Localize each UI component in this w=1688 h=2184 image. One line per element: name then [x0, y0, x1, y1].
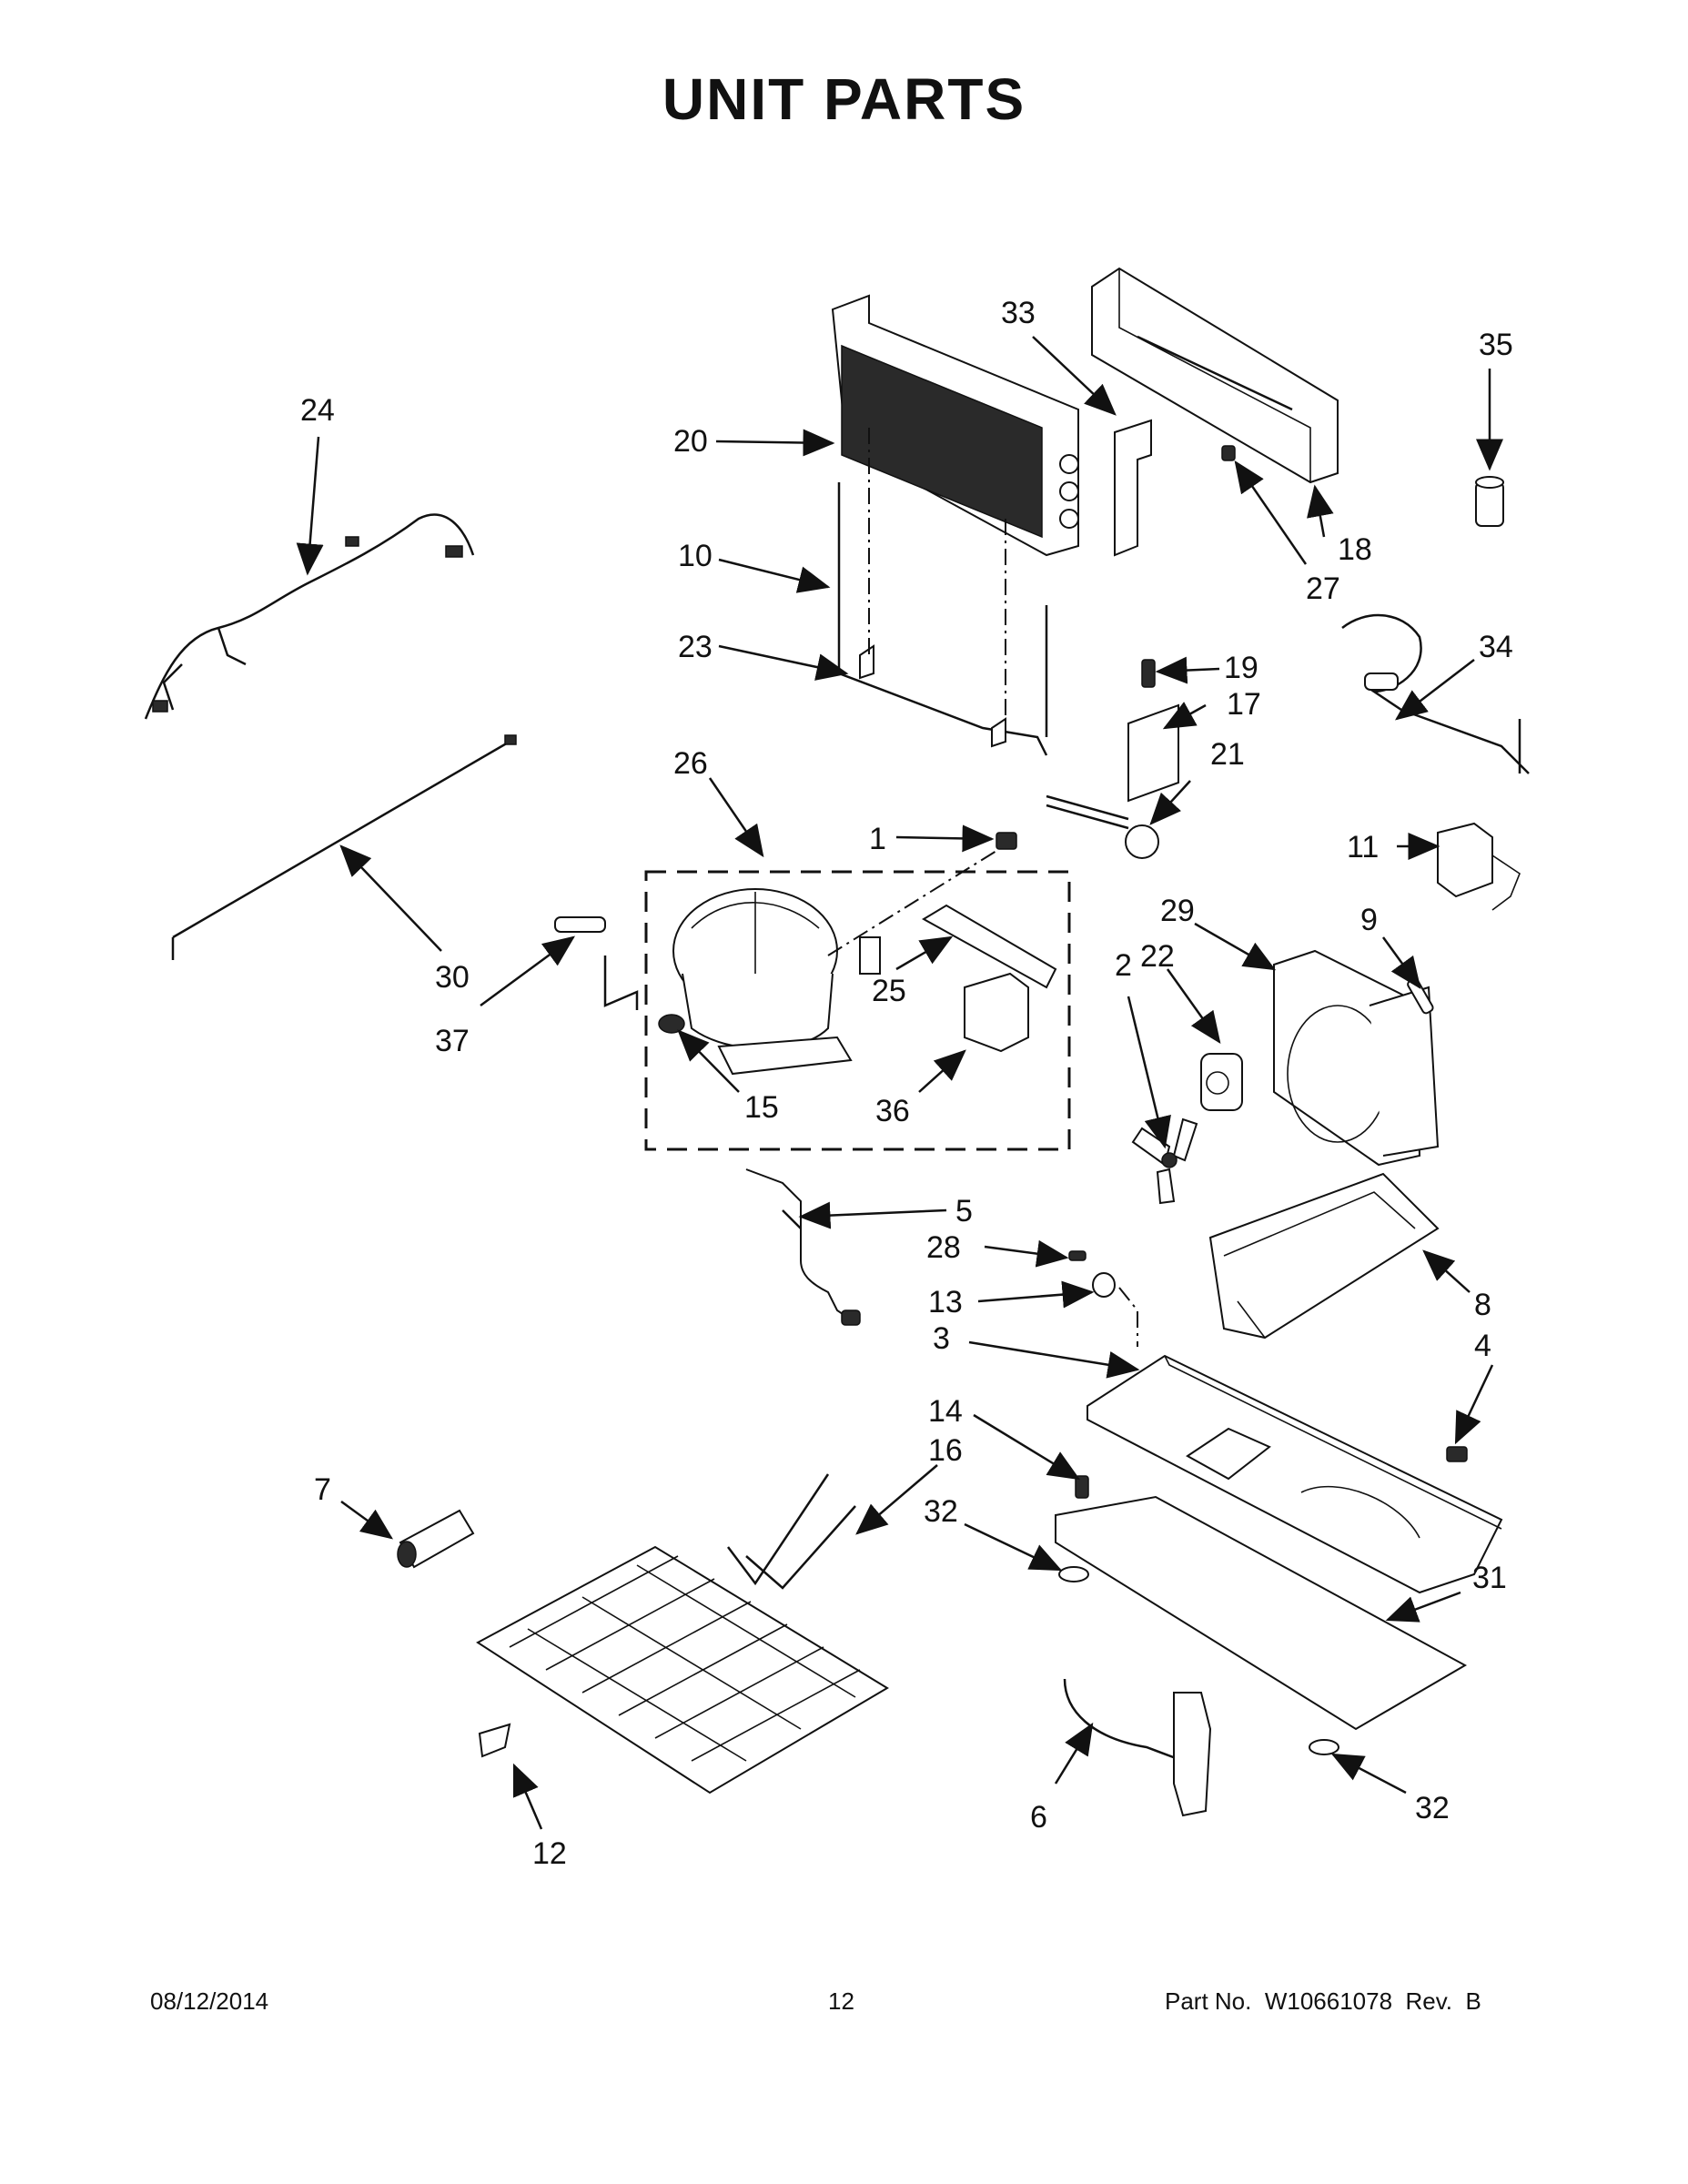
callout-11: 11: [1347, 830, 1379, 864]
condenser-bracket-part: [1114, 419, 1152, 557]
relay-part: [1437, 822, 1521, 911]
callout-3: 3: [933, 1321, 950, 1356]
wire-part: [171, 734, 517, 960]
callout-35: 35: [1479, 328, 1513, 362]
callout-14: 14: [928, 1394, 963, 1429]
tube-plug-part: [1068, 1250, 1087, 1261]
grommet-part: [658, 1014, 685, 1034]
callout-7: 7: [314, 1472, 331, 1507]
screw-14-part: [1075, 1475, 1089, 1499]
defrost-heater-part: [1046, 794, 1159, 859]
leader-lines: [296, 336, 1503, 1830]
insulation-pad-part: [1055, 1495, 1468, 1731]
callout-18: 18: [1338, 532, 1372, 567]
tubing-part: [1341, 613, 1530, 774]
fan-motor-part: [1200, 1053, 1243, 1111]
callout-30: 30: [435, 960, 470, 995]
sleeve-part: [397, 1509, 475, 1569]
callout-15: 15: [744, 1090, 779, 1125]
callout-27: 27: [1306, 571, 1340, 606]
drain-pan-part: [1208, 1172, 1440, 1340]
clip-part: [1221, 445, 1236, 461]
callout-37: 37: [435, 1024, 470, 1058]
overload-part: [964, 972, 1029, 1053]
fan-shroud-part: [1273, 949, 1440, 1167]
compressor-assembly-part: [644, 850, 1071, 1151]
callout-32-lower: 32: [1415, 1791, 1450, 1825]
callout-2: 2: [1115, 948, 1132, 983]
callout-19: 19: [1224, 651, 1258, 685]
screw-4-part: [1446, 1446, 1468, 1462]
callout-22: 22: [1140, 939, 1175, 974]
condenser-part: [831, 294, 1079, 557]
evaporator-part: [476, 1473, 889, 1795]
base-plate-part: [1087, 1354, 1503, 1594]
callout-6: 6: [1030, 1800, 1047, 1835]
callout-1: 1: [869, 822, 886, 856]
callout-29: 29: [1160, 894, 1195, 928]
callout-5: 5: [955, 1194, 973, 1228]
bolt-part: [996, 832, 1017, 850]
thermostat-bracket-part: [1127, 703, 1179, 803]
footer-part-number: Part No. W10661078 Rev. B: [1165, 1987, 1481, 2015]
capacitor-part: [1475, 476, 1504, 527]
evaporator-clip-part: [478, 1723, 511, 1758]
footer-date: 08/12/2014: [150, 1987, 269, 2015]
callout-17: 17: [1227, 687, 1261, 722]
callout-labels: 1 2 3 4 5 6 7 8 9 10 11 12 13 14 15 16 1…: [300, 296, 1513, 1871]
page-title: UNIT PARTS: [662, 66, 1026, 132]
screw-part: [1141, 659, 1156, 688]
callout-34: 34: [1479, 630, 1513, 664]
callout-28: 28: [926, 1230, 961, 1265]
condenser-frame-part: [837, 428, 1048, 756]
callout-4: 4: [1474, 1329, 1491, 1363]
callout-8: 8: [1474, 1288, 1491, 1322]
callout-31: 31: [1472, 1561, 1507, 1595]
callout-24: 24: [300, 393, 335, 428]
callout-16: 16: [928, 1433, 963, 1468]
callout-10: 10: [678, 539, 713, 573]
callout-20: 20: [673, 424, 708, 459]
callout-23: 23: [678, 630, 713, 664]
drier-part: [922, 904, 1057, 989]
callout-25: 25: [872, 974, 906, 1008]
callout-36: 36: [875, 1094, 910, 1128]
callout-21: 21: [1210, 737, 1245, 772]
cover-part: [1091, 267, 1339, 484]
leveling-foot-part: [1058, 1566, 1339, 1755]
footer-page-number: 12: [828, 1987, 854, 2015]
callout-26: 26: [673, 746, 708, 781]
mount-plate-part: [554, 916, 639, 1010]
fan-blade-part: [1131, 1117, 1198, 1205]
callout-12: 12: [532, 1836, 567, 1871]
wire-harness-part: [144, 513, 475, 720]
callout-9: 9: [1360, 903, 1378, 937]
callout-33: 33: [1001, 296, 1036, 330]
drain-tube-part: [745, 1168, 861, 1326]
grommet-13-part: [1092, 1272, 1138, 1347]
callout-13: 13: [928, 1285, 963, 1320]
valve-tube-part: [1063, 1678, 1212, 1817]
callout-32-upper: 32: [924, 1494, 958, 1529]
